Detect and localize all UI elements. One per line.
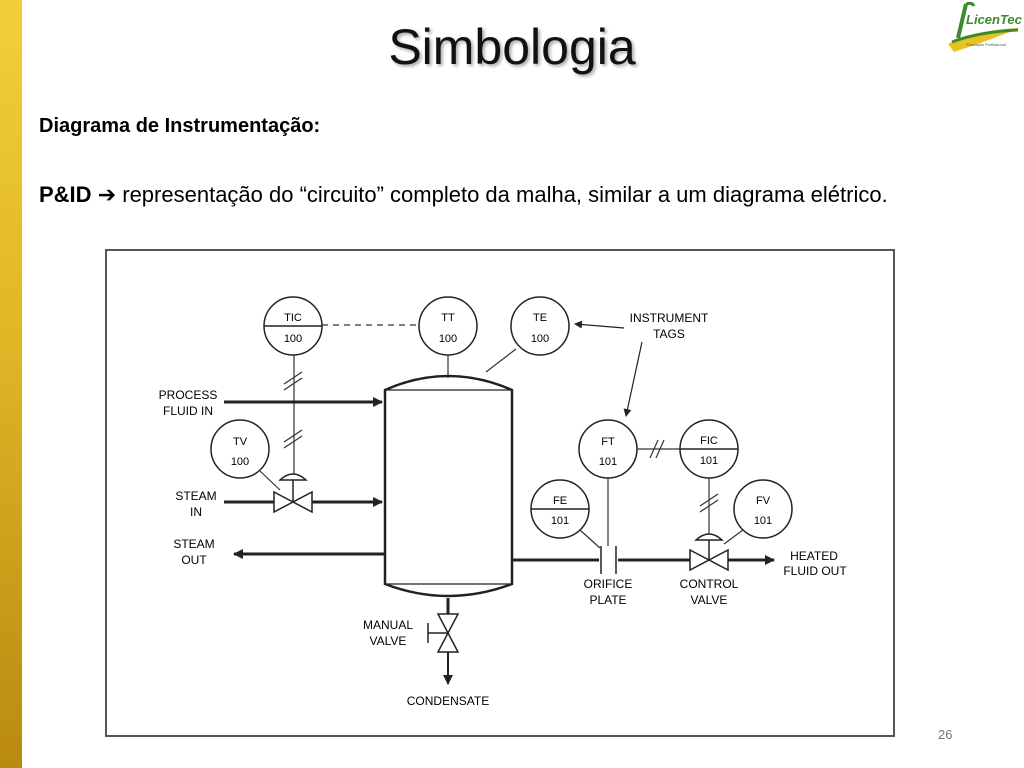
ft-number: 101: [599, 456, 617, 468]
pid-diagram-frame: TIC 100 TT 100 TE 100 TV 100 INSTRUMENT …: [105, 249, 895, 737]
control-valve-label-line1: CONTROL: [680, 577, 739, 591]
orifice-plate: [600, 546, 617, 574]
manual-valve-label-line1: MANUAL: [363, 618, 413, 632]
process-vessel: [383, 374, 514, 598]
left-accent-bar: [0, 0, 22, 768]
tic-to-tv-signal: [283, 354, 303, 480]
instrument-tags-arrow-ft: [623, 341, 643, 417]
instrument-tags-label-line1: INSTRUMENT: [630, 311, 709, 325]
heated-fluid-out-label-line1: HEATED: [790, 549, 838, 563]
ft-fic-signal: [637, 439, 680, 459]
orifice-plate-label-line1: ORIFICE: [584, 577, 633, 591]
tic-tag: TIC: [284, 312, 302, 324]
fv-valve-link: [723, 529, 744, 545]
fe-orifice-link: [579, 529, 601, 549]
instrument-tags-label-line2: TAGS: [653, 327, 685, 341]
tv-valve-link: [259, 470, 281, 491]
fic-to-fv-signal: [699, 478, 719, 540]
tic-number: 100: [284, 333, 302, 345]
fv-number: 101: [754, 515, 772, 527]
temperature-control-valve: [273, 473, 313, 514]
instrument-tv: TV 100: [210, 419, 270, 479]
tt-number: 100: [439, 333, 457, 345]
fic-number: 101: [700, 455, 718, 467]
instrument-tt: TT 100: [418, 296, 478, 356]
licentec-logo: LicenTec Formação Profissional: [948, 1, 1023, 52]
te-number: 100: [531, 333, 549, 345]
instrument-fv: FV 101: [733, 479, 793, 539]
te-tag: TE: [533, 312, 547, 324]
description-paragraph: P&ID ➔ representação do “circuito” compl…: [39, 178, 999, 212]
flow-control-valve: [689, 533, 729, 572]
manual-valve: [427, 613, 460, 653]
tt-tag: TT: [441, 312, 455, 324]
te-process-connection: [485, 348, 517, 373]
pid-term: P&ID: [39, 182, 92, 207]
ft-tag: FT: [601, 436, 615, 448]
section-heading: Diagrama de Instrumentação:: [39, 115, 321, 137]
logo-tagline: Formação Profissional: [966, 42, 1006, 47]
process-fluid-in-label-line1: PROCESS: [159, 388, 218, 402]
heated-fluid-out-label-line2: FLUID OUT: [783, 564, 847, 578]
instrument-tags-arrow-te: [574, 320, 625, 329]
page-number: 26: [938, 727, 953, 742]
fv-tag: FV: [756, 495, 771, 507]
orifice-plate-label-line2: PLATE: [589, 593, 626, 607]
instrument-ft: FT 101: [578, 419, 638, 479]
tv-number: 100: [231, 456, 249, 468]
slide-title: Simbologia: [388, 19, 636, 75]
steam-in-label-line2: IN: [190, 505, 202, 519]
instrument-tic: TIC 100: [263, 296, 323, 356]
description-text: representação do “circuito” completo da …: [122, 182, 888, 207]
control-valve-label-line2: VALVE: [691, 593, 728, 607]
arrow-icon: ➔: [97, 182, 117, 207]
tv-tag: TV: [233, 436, 248, 448]
manual-valve-label-line2: VALVE: [370, 634, 407, 648]
steam-in-label-line1: STEAM: [175, 489, 216, 503]
instrument-fic: FIC 101: [679, 419, 739, 479]
logo-text: LicenTec: [966, 12, 1023, 27]
instrument-te: TE 100: [510, 296, 570, 356]
condensate-label: CONDENSATE: [407, 694, 489, 708]
steam-out-label-line1: STEAM: [173, 537, 214, 551]
instrument-fe: FE 101: [530, 479, 590, 539]
process-fluid-in-label-line2: FLUID IN: [163, 404, 213, 418]
fic-tag: FIC: [700, 435, 718, 447]
pid-diagram: TIC 100 TT 100 TE 100 TV 100 INSTRUMENT …: [159, 296, 847, 708]
fe-tag: FE: [553, 495, 567, 507]
steam-out-label-line2: OUT: [181, 553, 207, 567]
fe-number: 101: [551, 515, 569, 527]
